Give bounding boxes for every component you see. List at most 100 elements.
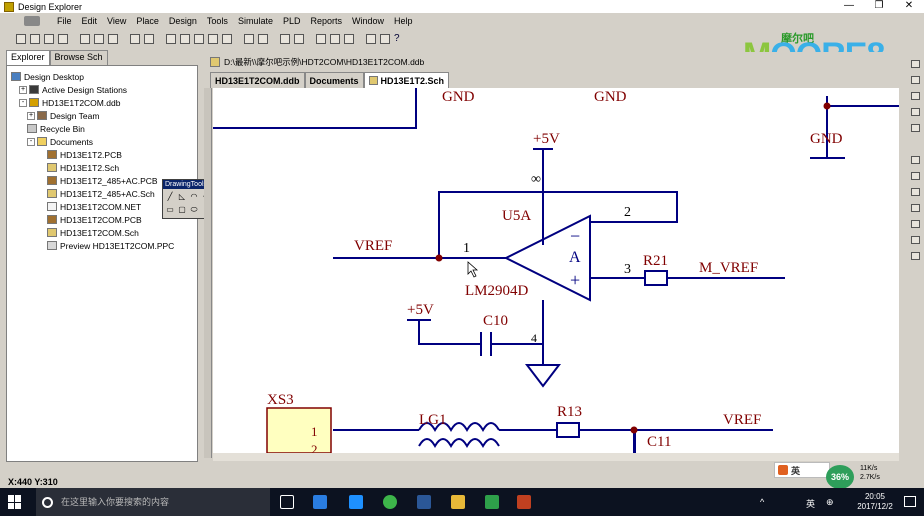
place-port-icon[interactable]: [911, 204, 920, 212]
place-wire-icon[interactable]: [911, 60, 920, 68]
tray-overflow-icon[interactable]: ^: [760, 497, 765, 507]
move-icon[interactable]: [222, 34, 232, 44]
place-bus-icon[interactable]: [911, 76, 920, 84]
arc-tool-icon[interactable]: ◠: [190, 191, 198, 201]
cross-probe-icon[interactable]: [144, 34, 154, 44]
menu-place[interactable]: Place: [136, 15, 159, 26]
place-junction-icon[interactable]: [911, 220, 920, 228]
wiring-tools-icon[interactable]: [280, 34, 290, 44]
collapse-icon[interactable]: -: [27, 137, 35, 146]
design-manager-icon[interactable]: [16, 34, 26, 44]
menu-file[interactable]: File: [57, 15, 72, 26]
menu-design[interactable]: Design: [168, 15, 197, 26]
taskbar-search[interactable]: [36, 488, 270, 516]
paste-icon[interactable]: [180, 34, 190, 44]
maximize-button[interactable]: ❐: [874, 0, 884, 11]
network-speed-ball[interactable]: 36%: [826, 465, 854, 489]
notification-icon[interactable]: [904, 496, 916, 507]
drawing-tools-icon[interactable]: [294, 34, 304, 44]
ellipse-tool-icon[interactable]: ⬭: [190, 204, 198, 214]
tree-item[interactable]: HD13E1T2_485+AC.Sch: [47, 187, 155, 200]
line-tool-icon[interactable]: ╱: [167, 191, 173, 201]
tree-item[interactable]: Preview HD13E1T2COM.PPC: [47, 239, 174, 252]
place-power-icon[interactable]: [911, 124, 920, 132]
place-no-erc-icon[interactable]: [911, 236, 920, 244]
undo-icon[interactable]: [366, 34, 376, 44]
tree-item[interactable]: HD13E1T2_485+AC.PCB: [47, 174, 158, 187]
expand-icon[interactable]: +: [27, 111, 35, 120]
tree-item[interactable]: HD13E1T2.Sch: [47, 161, 119, 174]
tab-browse-sch[interactable]: Browse Sch: [49, 50, 108, 65]
tree-item[interactable]: HD13E1T2.PCB: [47, 148, 122, 161]
library-icon[interactable]: [244, 34, 254, 44]
tab-schematic[interactable]: HD13E1T2.Sch: [363, 72, 450, 88]
clock[interactable]: 20:05 2017/12/2: [855, 492, 895, 512]
close-button[interactable]: ✕: [904, 0, 914, 11]
place-pcb-layout-icon[interactable]: [911, 252, 920, 260]
rectangle-tool-icon[interactable]: ▭: [166, 204, 174, 214]
system-menu-icon[interactable]: [24, 15, 40, 26]
collapse-icon[interactable]: -: [19, 98, 27, 107]
menu-pld[interactable]: PLD: [282, 15, 301, 26]
rounded-rect-tool-icon[interactable]: ▢: [178, 204, 186, 214]
tree-item[interactable]: -HD13E1T2COM.ddb: [19, 96, 120, 109]
expand-icon[interactable]: +: [19, 85, 27, 94]
zoom-in-icon[interactable]: [80, 34, 90, 44]
deselect-icon[interactable]: [208, 34, 218, 44]
polygon-tool-icon[interactable]: ◺: [178, 191, 186, 201]
minimize-button[interactable]: —: [844, 0, 854, 11]
save-icon[interactable]: [44, 34, 54, 44]
cortana-icon[interactable]: [42, 496, 53, 508]
task-view-icon[interactable]: [280, 495, 294, 509]
menu-edit[interactable]: Edit: [81, 15, 98, 26]
tab-explorer[interactable]: Explorer: [6, 50, 50, 65]
redo-icon[interactable]: [380, 34, 390, 44]
tree-item[interactable]: -Documents: [27, 135, 93, 148]
digital-objects-icon[interactable]: [330, 34, 340, 44]
protel-icon[interactable]: [517, 495, 531, 509]
tree-item[interactable]: Design Desktop: [11, 70, 84, 83]
menu-tools[interactable]: Tools: [206, 15, 228, 26]
zoom-fit-icon[interactable]: [108, 34, 118, 44]
zoom-out-icon[interactable]: [94, 34, 104, 44]
tree-item[interactable]: +Design Team: [27, 109, 99, 122]
tree-item[interactable]: +Active Design Stations: [19, 83, 127, 96]
word-icon[interactable]: [417, 495, 431, 509]
open-icon[interactable]: [30, 34, 40, 44]
browse-library-icon[interactable]: [258, 34, 268, 44]
windows-start-icon[interactable]: [8, 495, 22, 509]
horizontal-scrollbar[interactable]: [213, 453, 899, 461]
place-bus-entry-icon[interactable]: [911, 92, 920, 100]
place-sheet-icon[interactable]: [911, 172, 920, 180]
tree-item[interactable]: HD13E1T2COM.NET: [47, 200, 141, 213]
tree-item[interactable]: HD13E1T2COM.Sch: [47, 226, 139, 239]
tab-ddb[interactable]: HD13E1T2COM.ddb: [210, 72, 305, 88]
schematic-canvas[interactable]: GND GND GND +5V +5V U5A LM2904D VREF R21…: [213, 88, 899, 453]
ime-widget[interactable]: 英: [774, 462, 830, 478]
menu-reports[interactable]: Reports: [310, 15, 342, 26]
input-language[interactable]: 英: [806, 499, 816, 509]
edge-icon[interactable]: [349, 495, 363, 509]
place-net-label-icon[interactable]: [911, 108, 920, 116]
place-sheet-entry-icon[interactable]: [911, 188, 920, 196]
app-icon[interactable]: [313, 495, 327, 509]
print-icon[interactable]: [58, 34, 68, 44]
menu-simulate[interactable]: Simulate: [237, 15, 273, 26]
menu-view[interactable]: View: [107, 15, 127, 26]
help-icon[interactable]: ?: [394, 33, 400, 44]
browser-icon[interactable]: [383, 495, 397, 509]
place-part-icon[interactable]: [911, 156, 920, 164]
menu-help[interactable]: Help: [394, 15, 413, 26]
menu-window[interactable]: Window: [351, 15, 384, 26]
power-objects-icon[interactable]: [316, 34, 326, 44]
simulation-sources-icon[interactable]: [344, 34, 354, 44]
hierarchy-icon[interactable]: [130, 34, 140, 44]
network-icon[interactable]: ⊕: [826, 497, 834, 507]
tree-item[interactable]: HD13E1T2COM.PCB: [47, 213, 142, 226]
select-icon[interactable]: [194, 34, 204, 44]
file-explorer-icon[interactable]: [451, 495, 465, 509]
tab-documents[interactable]: Documents: [304, 72, 364, 88]
tree-item[interactable]: Recycle Bin: [27, 122, 85, 135]
search-input[interactable]: [61, 497, 251, 507]
app-icon[interactable]: [485, 495, 499, 509]
